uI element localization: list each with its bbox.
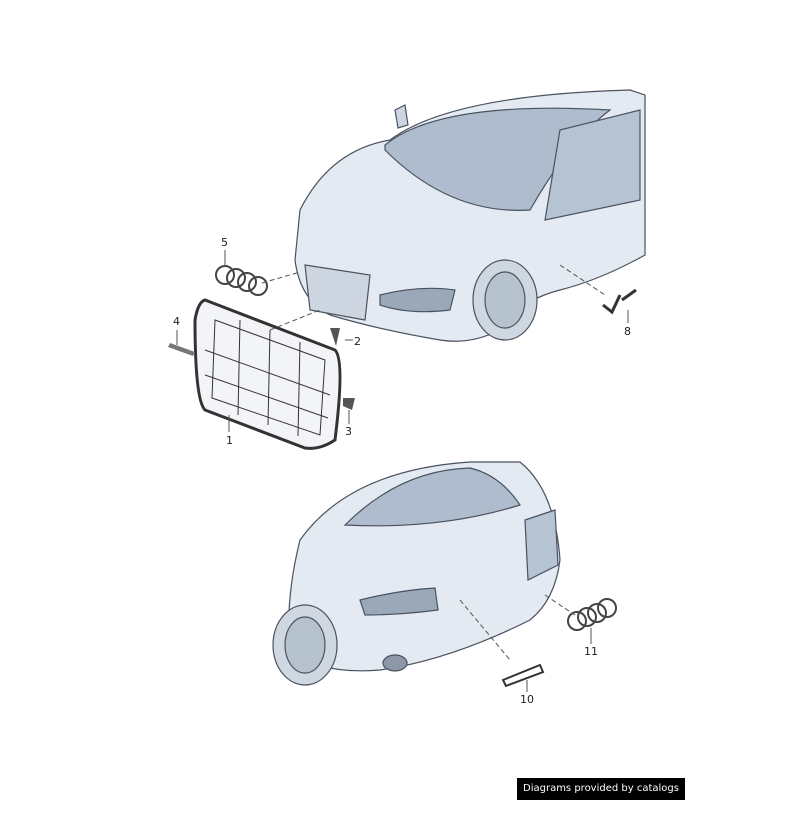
parts-diagram: 1 2 3 4 5 8 10 11: [168, 89, 646, 706]
front-car-illustration: [294, 89, 646, 342]
badge-part-4: [168, 343, 195, 356]
callout-10: 10: [520, 693, 534, 706]
callout-lines: [176, 250, 629, 692]
callout-1: 1: [226, 434, 233, 447]
screw-part-3: [343, 398, 355, 410]
grille-part: [193, 298, 342, 450]
callout-5: 5: [221, 236, 228, 249]
screw-part-2: [330, 328, 340, 346]
credit-watermark: Diagrams provided by catalogs parts: [517, 778, 685, 816]
r8-badge: [501, 663, 545, 688]
leader-lines: [261, 264, 606, 661]
callout-8: 8: [624, 325, 631, 338]
rings-emblem-front: [215, 265, 268, 296]
callout-11: 11: [584, 645, 598, 658]
callout-2: 2: [354, 335, 361, 348]
rear-car-illustration: [272, 461, 561, 686]
callout-4: 4: [173, 315, 180, 328]
callout-3: 3: [345, 425, 352, 438]
rings-emblem-rear: [567, 598, 617, 631]
v10-badge: [602, 288, 637, 315]
